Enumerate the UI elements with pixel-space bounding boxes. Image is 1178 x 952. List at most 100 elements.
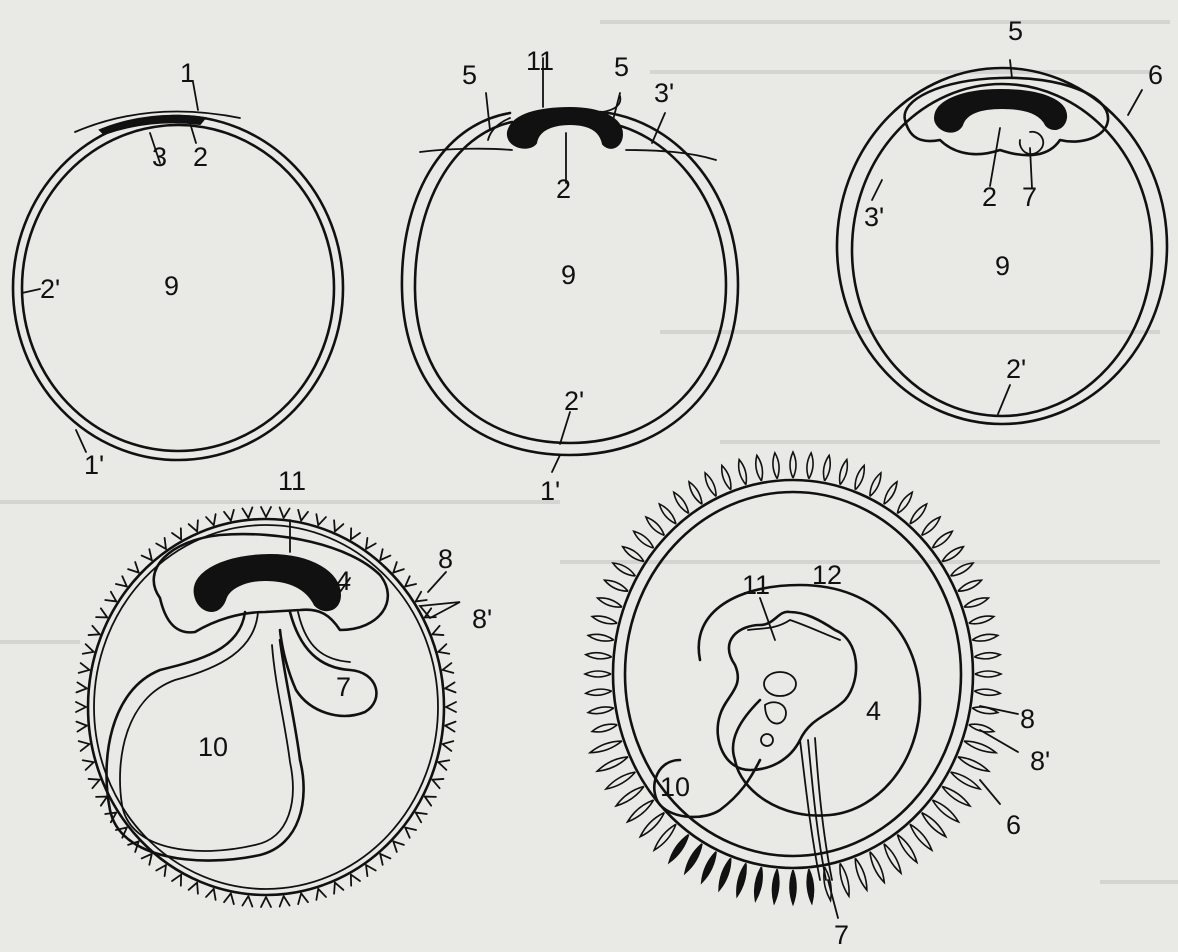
villus [855,465,864,489]
villus [689,482,702,505]
label-d-8: 8 [438,544,453,574]
label-e-10: 10 [660,772,690,802]
villus [722,465,731,489]
villus [807,869,813,903]
villus [958,757,989,771]
villus [790,452,796,478]
villus [172,528,181,539]
villus [951,772,980,789]
villus [972,634,998,641]
villus [590,741,622,753]
villus [416,592,427,602]
villus [737,863,746,896]
villus [96,797,107,806]
villus [445,682,455,692]
villus [702,852,716,883]
villus [942,786,970,806]
villus [840,863,849,896]
amnion-e [699,585,920,816]
label-c-9: 9 [995,251,1010,281]
villus [613,563,636,576]
villus [592,724,617,732]
figure-d [76,507,460,907]
villus [585,671,611,677]
label-d-11: 11 [278,466,306,496]
villus [969,616,994,624]
label-e-6: 6 [1006,810,1021,840]
villus [242,507,252,517]
label-d-4: 4 [336,566,351,596]
villus [156,538,166,549]
villus [604,580,628,591]
label-a-1p: 1' [84,450,104,480]
villus [597,757,628,771]
villus [705,473,716,497]
label-b-9: 9 [561,260,576,290]
villus [366,865,376,876]
villus [685,844,702,873]
villus [416,813,427,823]
villus [756,455,763,481]
villus [156,865,166,876]
label-e-8: 8 [1020,704,1035,734]
label-d-7: 7 [336,672,351,702]
embryo-c [935,90,1066,132]
villus [922,813,946,837]
villus [922,517,940,535]
villus [425,797,436,806]
embryo-b [508,108,622,148]
villus [772,869,778,903]
outer-membrane-c [837,68,1167,424]
label-d-10: 10 [198,732,228,762]
villus [224,510,234,521]
villus [79,663,90,673]
villus [79,741,90,751]
villus [83,644,94,654]
villus [172,875,181,886]
villus [351,875,360,886]
label-c-5: 5 [1008,16,1023,46]
villus [951,563,974,576]
villus [432,779,443,788]
label-e-11: 11 [742,570,770,600]
villus [932,800,958,822]
villus [316,514,326,525]
villus [739,460,747,485]
villus [790,870,796,904]
villus [773,453,779,479]
villus [443,741,454,751]
label-e-8p: 8' [1030,746,1050,776]
villus [432,626,443,635]
label-b-11: 11 [526,46,554,76]
villus [807,453,813,479]
label-e-12: 12 [812,560,842,590]
villus [659,504,676,524]
villus [628,800,654,822]
villus [446,702,456,712]
villus [646,517,664,535]
villus [438,760,449,770]
villus [964,741,996,753]
villus [840,460,848,485]
villus [206,889,216,900]
villus [89,626,100,635]
label-b-5-left: 5 [462,60,477,90]
label-a-2p: 2' [40,274,60,304]
label-a-2: 2 [193,142,208,172]
label-a-3: 3 [152,142,167,172]
villus [964,598,988,607]
villus [405,576,416,586]
villus [405,828,416,838]
villus [298,893,308,904]
villus [640,813,664,837]
villus [76,702,86,712]
villus [932,531,952,548]
label-c-7: 7 [1022,182,1037,212]
label-c-2p: 2' [1006,354,1026,384]
label-a-1: 1 [180,58,195,88]
villus [445,722,455,732]
villus [884,844,901,873]
villus [242,896,252,906]
villus [586,689,612,695]
